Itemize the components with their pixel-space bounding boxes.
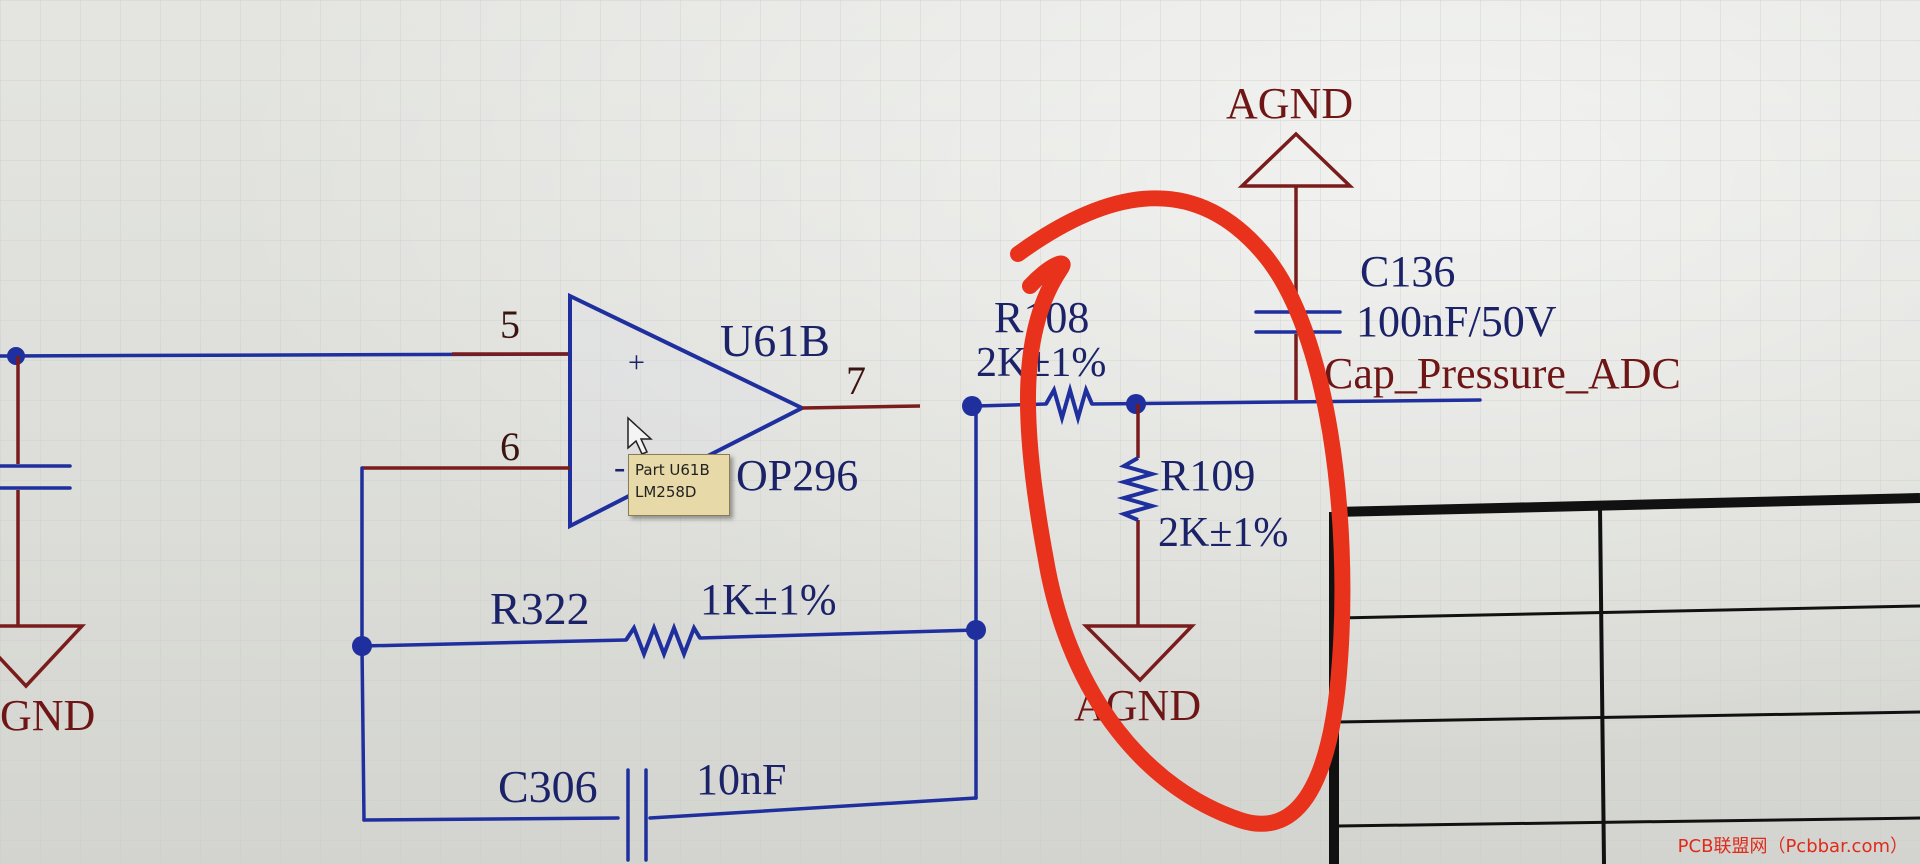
red-annotation-circle [1010, 190, 1351, 832]
resistor-r322[interactable] [624, 622, 702, 660]
capacitor-c306[interactable] [626, 768, 648, 862]
minus-sign: - [614, 449, 625, 486]
part-tooltip: Part U61B LM258D [628, 454, 730, 516]
r109-ref-label: R109 [1160, 451, 1255, 500]
net-label-cap-pressure-adc: Cap_Pressure_ADC [1324, 349, 1681, 398]
gnd-left-label: GND [0, 691, 95, 740]
opamp-part-label: OP296 [736, 451, 858, 500]
gnd-symbol-r109 [1081, 624, 1197, 683]
pin-5-label: 5 [500, 302, 520, 347]
r109-value-label: 2K±1% [1158, 510, 1288, 556]
title-block-table [1329, 493, 1920, 864]
feedback-net[interactable] [352, 396, 986, 822]
resistor-r108[interactable] [1044, 382, 1094, 426]
r108-value-label: 2K±1% [976, 340, 1106, 386]
c136-ref-label: C136 [1360, 247, 1455, 296]
mouse-cursor-icon [627, 416, 653, 455]
r322-value-label: 1K±1% [700, 575, 837, 624]
c136-value-label: 100nF/50V [1356, 297, 1557, 346]
c306-value-label: 10nF [696, 755, 786, 804]
resistor-r109[interactable] [1116, 456, 1160, 522]
agnd-symbol-top [1237, 131, 1355, 188]
opamp-ref-label: U61B [720, 315, 830, 366]
agnd-top-label: AGND [1226, 79, 1353, 128]
watermark: PCB联盟网（Pcbbar.com） [1677, 836, 1908, 857]
output-net[interactable] [974, 394, 1482, 626]
gnd-symbol-left [0, 624, 87, 689]
pin-7-label: 7 [846, 358, 866, 403]
pin-6-label: 6 [500, 424, 520, 469]
tooltip-line-2: LM258D [635, 483, 697, 501]
left-input-net[interactable] [0, 347, 572, 626]
tooltip-line-1: Part U61B [635, 461, 710, 479]
c306-ref-label: C306 [498, 761, 598, 812]
plus-sign: + [628, 346, 645, 379]
r322-ref-label: R322 [490, 583, 590, 634]
